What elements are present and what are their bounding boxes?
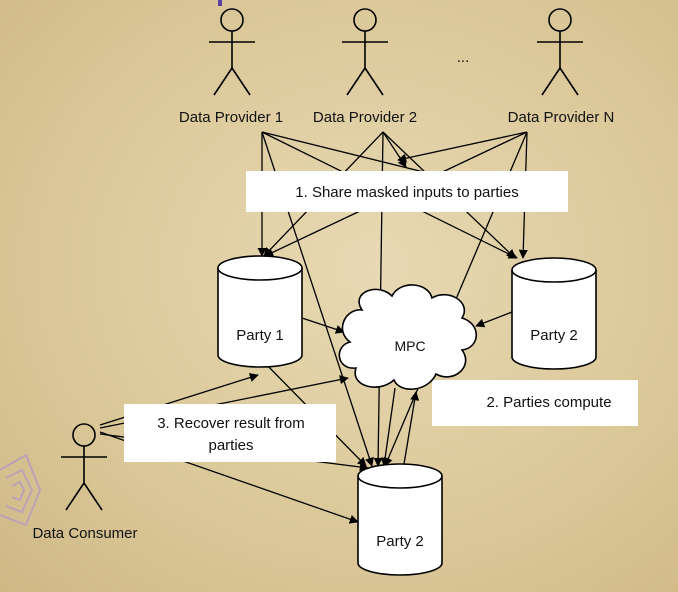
title-fragment [218, 0, 222, 6]
step-recover-line1: 3. Recover result from [157, 415, 305, 432]
ellipsis: ... [457, 49, 470, 66]
actor-provider-1 [209, 8, 255, 96]
actor-provider-2 [342, 8, 388, 96]
consumer-label: Data Consumer [32, 525, 137, 542]
party-1-label: Party 1 [236, 327, 284, 344]
mpc-cloud [338, 284, 478, 390]
actor-consumer [61, 423, 107, 511]
party-2-bottom-label: Party 2 [376, 533, 424, 550]
step-recover-box [124, 404, 336, 462]
actor-provider-n [537, 8, 583, 96]
provider-1-label: Data Provider 1 [179, 109, 283, 126]
watermark-logo [0, 453, 42, 527]
step-compute-box [432, 380, 638, 426]
mpc-label: MPC [394, 338, 425, 354]
party-2-bottom-cylinder [357, 463, 443, 576]
party-2-right-label: Party 2 [530, 327, 578, 344]
party-2-right-cylinder [511, 257, 597, 370]
step-compute-label: 2. Parties compute [486, 394, 611, 411]
party-1-cylinder [217, 255, 303, 368]
step-share-label: 1. Share masked inputs to parties [295, 184, 518, 201]
provider-2-label: Data Provider 2 [313, 109, 417, 126]
step-share-box [246, 171, 568, 212]
step-recover-line2: parties [208, 437, 253, 454]
provider-n-label: Data Provider N [508, 109, 615, 126]
